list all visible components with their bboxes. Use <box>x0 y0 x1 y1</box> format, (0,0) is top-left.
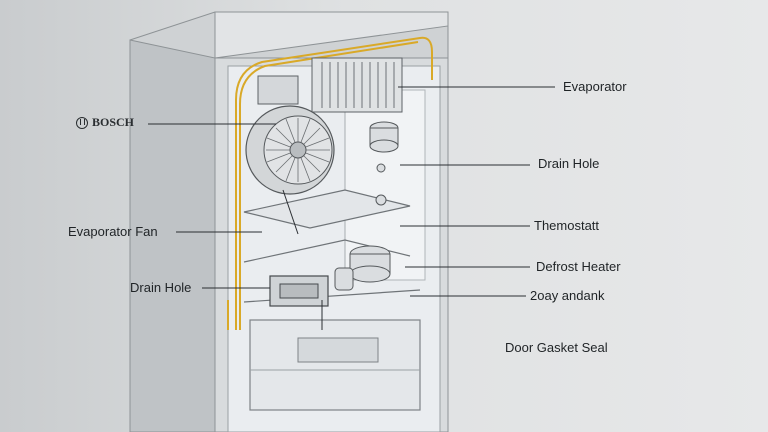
shelves <box>243 189 421 303</box>
evaporator-unit <box>257 57 403 113</box>
brand-name: BOSCH <box>92 115 135 129</box>
label-evaporator-fan: Evaporator Fan <box>68 224 158 239</box>
brand-logo: BOSCH <box>76 115 134 130</box>
drain-fittings <box>334 121 399 291</box>
label-defrost-heater: Defrost Heater <box>536 259 621 274</box>
label-thermostat: Themostatt <box>534 218 600 233</box>
evaporator-fan <box>245 105 335 195</box>
wiring-harness <box>227 36 433 330</box>
label-tray-and-tank: 2oay andank <box>530 288 605 303</box>
label-evaporator: Evaporator <box>563 79 627 94</box>
label-drain-hole-left: Drain Hole <box>130 280 192 295</box>
label-drain-hole-right: Drain Hole <box>538 156 600 171</box>
leader-lines <box>148 86 555 330</box>
bosch-logo-icon <box>76 116 88 129</box>
label-door-gasket-seal: Door Gasket Seal <box>505 340 608 355</box>
crisper-drawer <box>249 319 421 411</box>
defrost-heater-box <box>269 275 329 307</box>
